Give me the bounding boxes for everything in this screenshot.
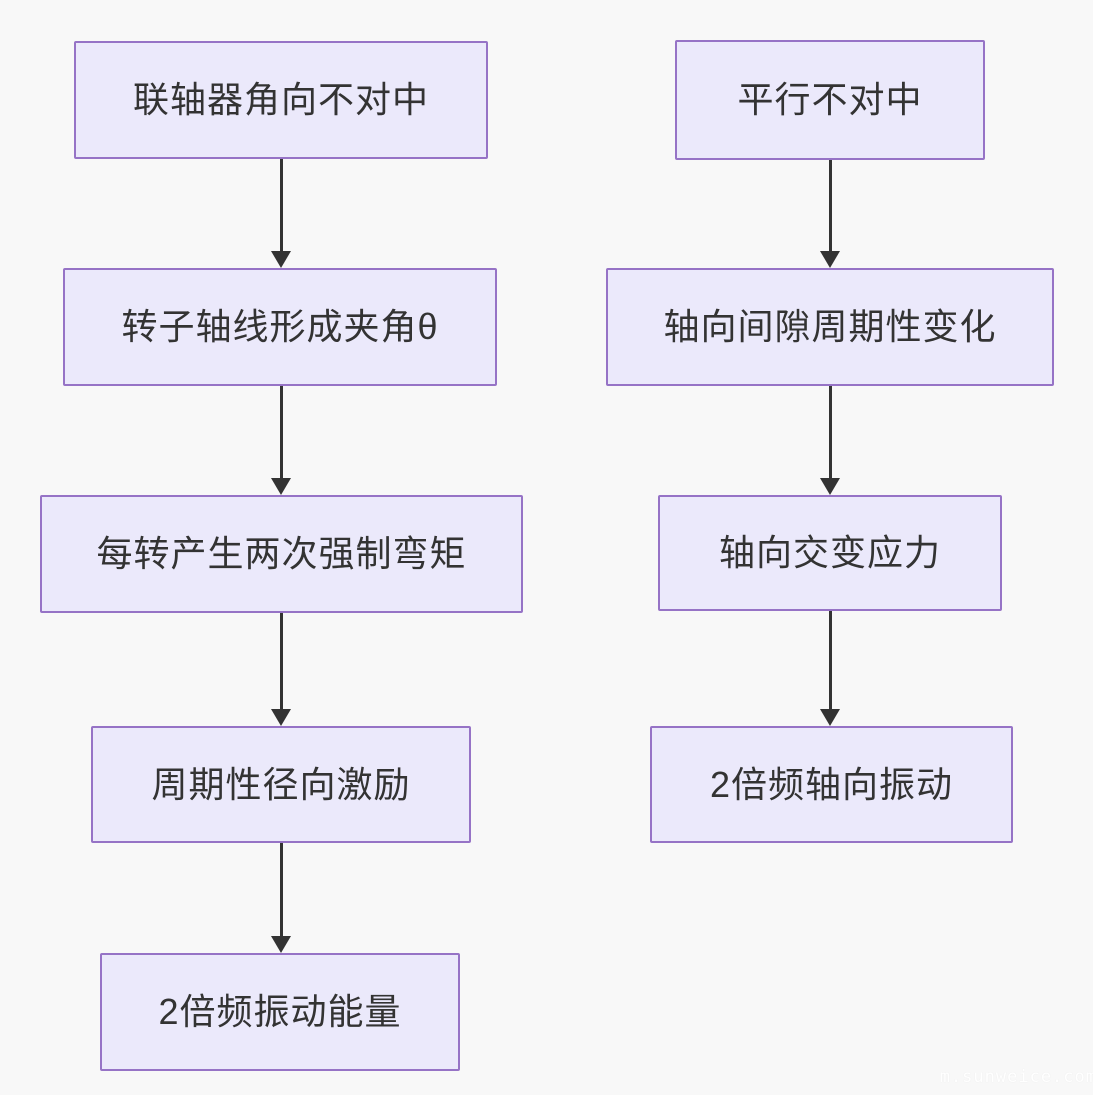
arrowhead-down-icon: [820, 251, 840, 268]
arrow-shaft: [279, 613, 283, 709]
arrow-shaft: [828, 160, 832, 251]
arrow-down-right-2: [820, 386, 840, 495]
arrowhead-down-icon: [820, 478, 840, 495]
node-axial-alternating-stress: 轴向交变应力: [658, 495, 1002, 611]
node-2x-frequency-vibration-energy: 2倍频振动能量: [100, 953, 460, 1071]
arrow-down-left-2: [271, 386, 291, 495]
node-two-forced-bending-moments-per-rev: 每转产生两次强制弯矩: [40, 495, 523, 613]
arrow-down-left-1: [271, 159, 291, 268]
node-rotor-axes-form-angle-theta: 转子轴线形成夹角θ: [63, 268, 497, 386]
arrow-down-right-1: [820, 160, 840, 268]
arrowhead-down-icon: [271, 709, 291, 726]
node-periodic-radial-excitation: 周期性径向激励: [91, 726, 471, 843]
node-coupling-angular-misalignment: 联轴器角向不对中: [74, 41, 488, 159]
node-2x-frequency-axial-vibration: 2倍频轴向振动: [650, 726, 1013, 843]
arrowhead-down-icon: [271, 936, 291, 953]
arrow-down-right-3: [820, 611, 840, 726]
arrow-shaft: [279, 843, 283, 936]
arrow-down-left-4: [271, 843, 291, 953]
arrowhead-down-icon: [271, 478, 291, 495]
node-axial-clearance-periodic-change: 轴向间隙周期性变化: [606, 268, 1054, 386]
watermark-text: m.sunweice.com: [939, 1067, 1093, 1087]
node-parallel-misalignment: 平行不对中: [675, 40, 985, 160]
arrowhead-down-icon: [271, 251, 291, 268]
arrow-down-left-3: [271, 613, 291, 726]
arrow-shaft: [828, 611, 832, 709]
arrow-shaft: [279, 386, 283, 478]
arrow-shaft: [828, 386, 832, 478]
arrow-shaft: [279, 159, 283, 251]
arrowhead-down-icon: [820, 709, 840, 726]
